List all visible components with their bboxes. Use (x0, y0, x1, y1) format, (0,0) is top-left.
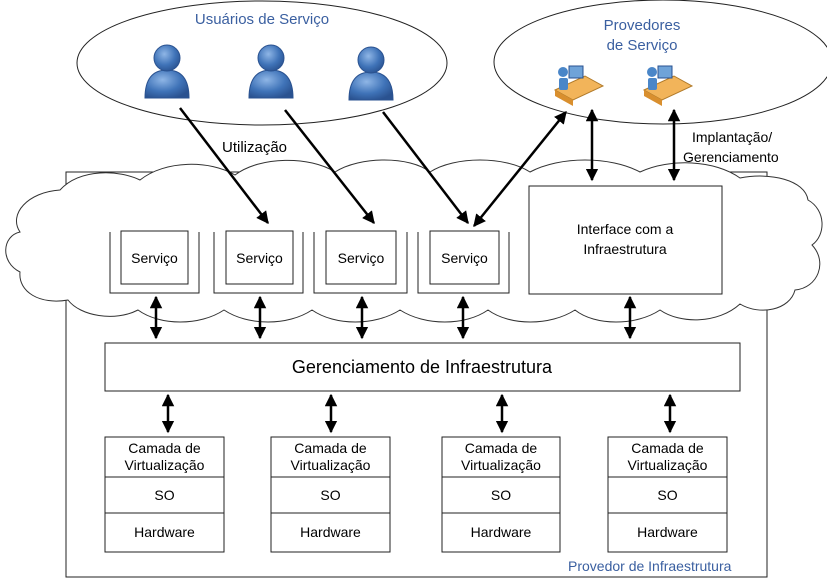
infra-provider-label: Provedor de Infraestrutura (568, 558, 732, 574)
service-box: Serviço (313, 230, 408, 294)
provider-workstation-icon (553, 65, 605, 106)
hardware-layer: Hardware (637, 524, 698, 540)
virtualization-layer-line2: Virtualização (125, 457, 205, 473)
arrow-user-to-service (382, 111, 469, 224)
os-layer: SO (320, 487, 340, 503)
management-label: Gerenciamento de Infraestrutura (292, 357, 553, 377)
interface-box (528, 185, 723, 295)
provider-workstation-icon (642, 65, 694, 106)
virtualization-layer-line1: Camada de (631, 440, 704, 456)
hardware-layer: Hardware (300, 524, 361, 540)
arrow-user-to-service (179, 107, 269, 224)
deploy-label-line1: Implantação/ (692, 129, 772, 145)
management-bar (104, 342, 741, 392)
service-box: Serviço (417, 230, 510, 294)
service-box: Serviço (109, 230, 200, 294)
service-box: Serviço (213, 230, 304, 294)
arrow-service-to-provider (473, 111, 567, 227)
utilization-label: Utilização (222, 139, 287, 156)
providers-title-line1: Provedores (604, 17, 681, 34)
virtualization-layer-line1: Camada de (294, 440, 367, 456)
providers-title-line2: de Serviço (607, 37, 678, 54)
arrow-user-to-service (284, 109, 375, 224)
virtualization-layer-line1: Camada de (465, 440, 538, 456)
virtualization-layer-line2: Virtualização (628, 457, 708, 473)
user-icon (348, 46, 394, 101)
service-label: Serviço (131, 250, 178, 266)
hardware-layer: Hardware (134, 524, 195, 540)
service-label: Serviço (236, 250, 283, 266)
user-icon (248, 44, 294, 99)
service-label: Serviço (338, 250, 385, 266)
os-layer: SO (154, 487, 174, 503)
hardware-layer: Hardware (471, 524, 532, 540)
machine-stack: Camada de Virtualização SO Hardware (270, 436, 391, 553)
machine-stack: Camada de Virtualização SO Hardware (104, 436, 225, 553)
virtualization-layer-line2: Virtualização (291, 457, 371, 473)
interface-label-line1: Interface com a (577, 221, 674, 237)
deploy-label-line2: Gerenciamento (683, 149, 779, 165)
machine-stack: Camada de Virtualização SO Hardware (441, 436, 561, 553)
service-label: Serviço (441, 250, 488, 266)
virtualization-layer-line1: Camada de (128, 440, 201, 456)
os-layer: SO (491, 487, 511, 503)
os-layer: SO (657, 487, 677, 503)
interface-label-line2: Infraestrutura (583, 241, 666, 257)
virtualization-layer-line2: Virtualização (461, 457, 541, 473)
users-title: Usuários de Serviço (195, 11, 329, 28)
machine-stack: Camada de Virtualização SO Hardware (607, 436, 728, 553)
user-icon (144, 44, 190, 99)
